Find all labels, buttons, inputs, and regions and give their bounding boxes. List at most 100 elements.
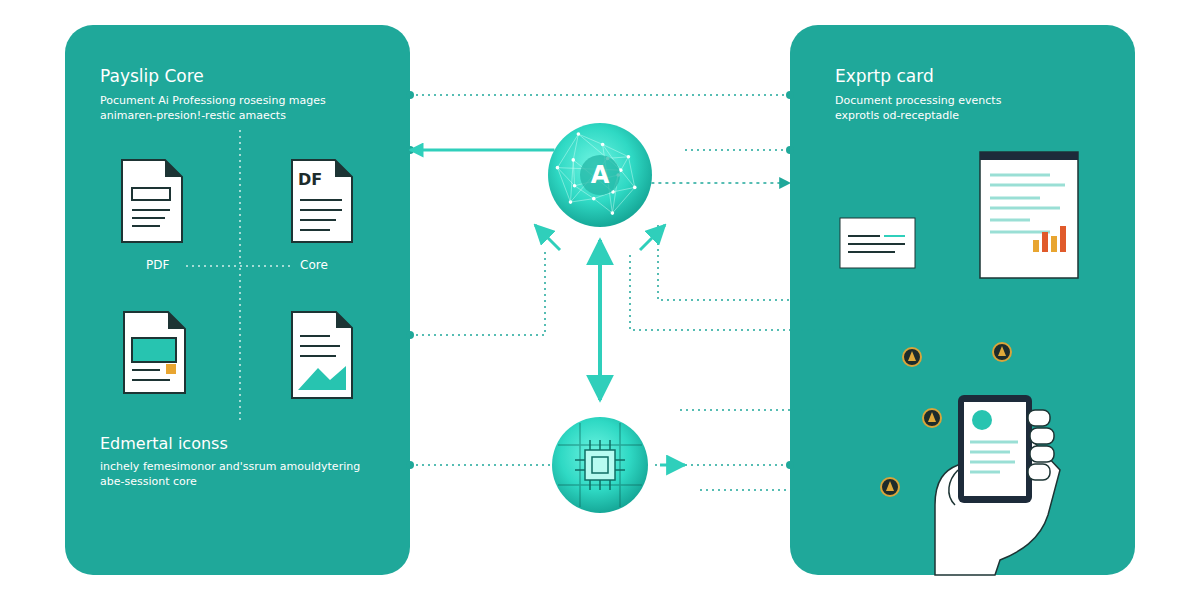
card-icon xyxy=(840,218,915,268)
wire-dot xyxy=(406,461,414,469)
report-icon xyxy=(980,152,1078,278)
pdf-icon xyxy=(292,160,352,242)
image-doc-icon xyxy=(124,312,185,393)
sphere-shape xyxy=(580,155,620,195)
heading-text: Exprtp card xyxy=(835,65,1105,88)
marker-leaf xyxy=(998,346,1006,356)
dotted-wire xyxy=(658,225,1000,352)
image-doc-icon xyxy=(168,312,185,329)
sphere-shape xyxy=(627,155,631,159)
image-doc-icon xyxy=(166,364,176,374)
document-icon xyxy=(132,188,170,200)
wire-dot xyxy=(406,91,414,99)
icon-caption: PDF xyxy=(146,258,169,272)
right-panel: Exprtp cardDocument processing evencts e… xyxy=(790,25,1135,575)
dotted-wire xyxy=(700,489,890,491)
chip-circle xyxy=(575,440,625,490)
wire-dot xyxy=(786,146,794,154)
chip-circle xyxy=(558,423,642,507)
panel-fill xyxy=(65,25,410,575)
image-doc-icon xyxy=(132,338,176,362)
report-icon xyxy=(1051,236,1057,252)
chip-circle xyxy=(585,450,615,480)
connector-arrow xyxy=(651,182,790,184)
wire-dot xyxy=(406,331,414,339)
dotted-wire xyxy=(410,464,550,466)
body-text: Pocument Ai Professiong rosesing mages a… xyxy=(100,94,375,124)
hand-phone xyxy=(935,395,1060,575)
body-text: inchely femesimonor and'ssrum amouldyter… xyxy=(100,460,380,490)
sphere-shape xyxy=(611,211,615,215)
separator xyxy=(186,265,294,267)
illustration xyxy=(122,91,1078,575)
report-icon xyxy=(1042,232,1048,252)
document-icon xyxy=(165,160,182,177)
wire-dot xyxy=(406,91,794,469)
marker-leaf xyxy=(908,351,916,361)
pdf-icon xyxy=(335,160,352,177)
chart-doc-icon xyxy=(300,336,340,356)
sphere-shape xyxy=(633,186,637,190)
chart-doc-icon xyxy=(292,312,352,398)
pdf-icon xyxy=(300,200,342,230)
report-icon xyxy=(1033,240,1039,252)
dotted-wire xyxy=(685,149,790,151)
sphere-shape xyxy=(573,184,577,188)
marker-dot xyxy=(993,343,1011,361)
chart-doc-icon xyxy=(336,312,352,328)
image-doc-icon xyxy=(132,370,170,380)
left-panel: Payslip CorePocument Ai Professiong rose… xyxy=(65,25,410,575)
wire-dot xyxy=(786,461,794,469)
sphere-shape xyxy=(571,158,575,162)
marker-dot xyxy=(903,348,921,366)
branch-arrow xyxy=(535,225,560,250)
card-icon xyxy=(884,235,905,237)
chart-doc-icon xyxy=(292,312,352,398)
dotted-wire xyxy=(680,410,932,418)
dotted-wire xyxy=(410,250,545,335)
hand-phone xyxy=(1030,446,1054,462)
separator xyxy=(239,130,241,420)
hand-phone xyxy=(958,395,1032,503)
sphere-shape xyxy=(548,123,652,227)
sphere-shape xyxy=(548,123,652,227)
hand-phone xyxy=(964,402,1026,496)
sphere-shape xyxy=(592,197,596,201)
report-icon xyxy=(980,152,1078,278)
report-icon xyxy=(980,152,1078,160)
document-icon xyxy=(122,160,182,242)
hand-phone xyxy=(1028,464,1050,480)
heading-text: Edmertal iconss xyxy=(100,433,380,455)
chart-doc-icon xyxy=(298,366,346,390)
wire-dot xyxy=(786,91,794,99)
hand-phone xyxy=(1028,410,1050,426)
marker-dot xyxy=(923,409,941,427)
dotted-wire xyxy=(630,255,912,357)
dotted-wire xyxy=(410,94,790,96)
sphere-layer xyxy=(548,123,652,227)
double-arrow xyxy=(598,240,602,400)
hand-phone xyxy=(972,410,992,430)
separator xyxy=(186,130,294,420)
chip-circle xyxy=(552,417,648,513)
panel-fills xyxy=(65,25,1135,575)
chip-circle xyxy=(558,423,642,507)
heading-text: Payslip Core xyxy=(100,65,380,88)
heading-text: A xyxy=(591,159,610,191)
icon-label: DF xyxy=(298,170,322,189)
marker-leaf xyxy=(886,481,894,491)
dotted-wire xyxy=(655,464,790,466)
hand-phone xyxy=(949,470,958,505)
chip-circle xyxy=(660,464,685,467)
card-icon xyxy=(848,236,905,252)
chip-circle xyxy=(552,417,685,513)
pdf-icon xyxy=(292,160,352,242)
chip-circle xyxy=(592,457,608,473)
image-doc-icon xyxy=(124,312,185,393)
marker-dot xyxy=(881,478,899,496)
icon-caption: Core xyxy=(300,258,328,272)
report-icon xyxy=(990,175,1065,232)
